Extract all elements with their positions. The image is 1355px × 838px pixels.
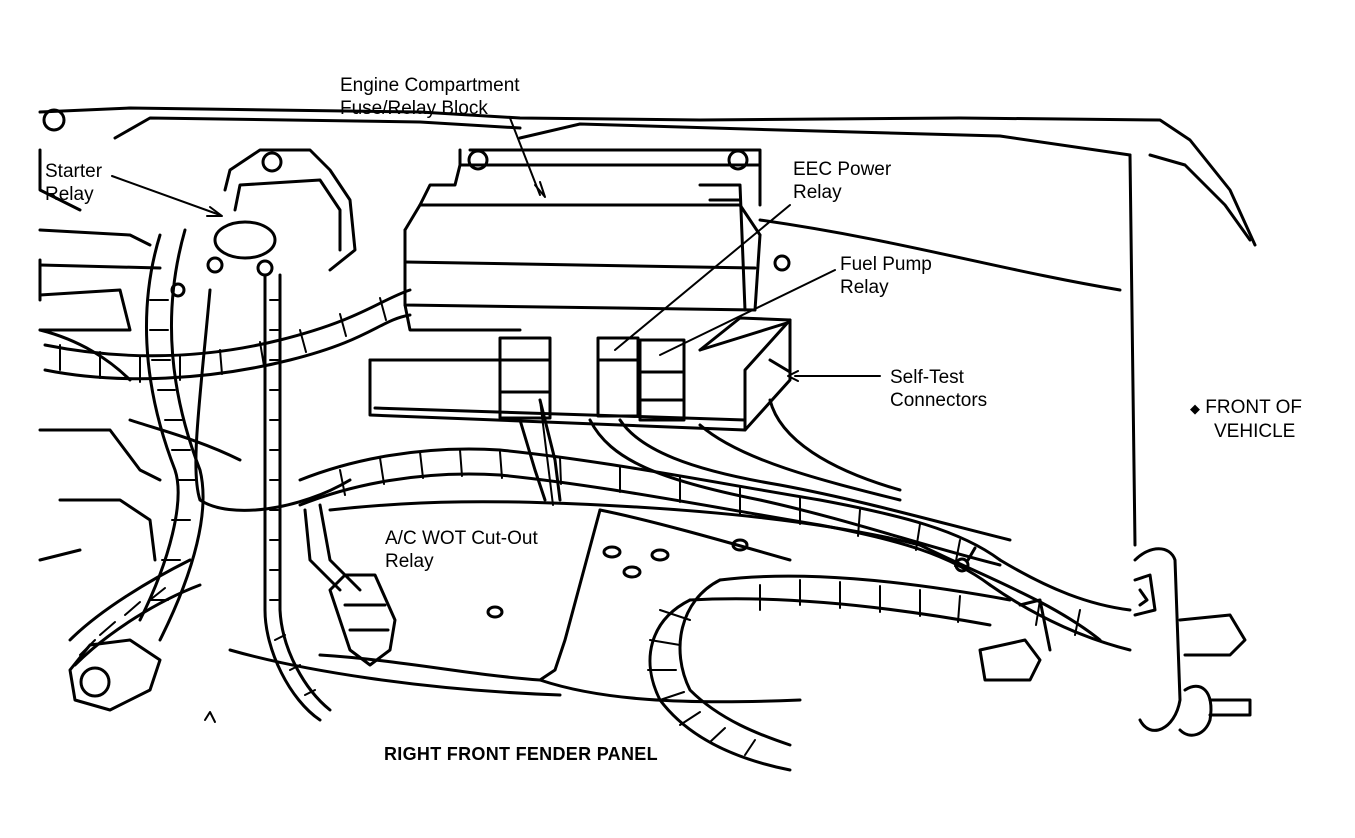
label-line: Connectors <box>890 390 988 411</box>
label-line: Engine Compartment <box>340 75 520 96</box>
label-line: Self-Test <box>890 367 964 388</box>
starter-relay-shape <box>170 148 357 298</box>
label-ac-wot-relay: A/C WOT Cut-Out Relay <box>385 527 538 573</box>
front-arrow-icon: ◆ <box>1190 401 1200 416</box>
label-line: EEC Power <box>793 159 892 180</box>
fender-outline <box>38 106 1257 547</box>
label-fuel-pump-relay: Fuel Pump Relay <box>840 253 932 299</box>
label-line: Starter <box>45 161 103 182</box>
label-line: A/C WOT Cut-Out <box>385 528 538 549</box>
label-front-of-vehicle: ◆ FRONT OF VEHICLE <box>1190 396 1302 443</box>
connectors-bottom <box>68 573 397 712</box>
fender-panel-shape <box>228 500 1102 704</box>
label-text: FRONT OF <box>1205 397 1303 418</box>
label-line: Relay <box>793 182 842 203</box>
small-mark <box>204 711 216 723</box>
label-line: Relay <box>840 277 889 298</box>
relay-box <box>368 316 792 432</box>
label-line: VEHICLE <box>1214 421 1296 442</box>
label-line: Fuse/Relay Block <box>340 98 488 119</box>
label-line: Fuel Pump <box>840 254 932 275</box>
fuse-relay-block <box>403 148 791 332</box>
engine-left-parts <box>38 228 162 562</box>
right-bracket <box>954 546 1252 737</box>
label-eec-power-relay: EEC Power Relay <box>793 158 891 204</box>
label-line: ◆ FRONT OF <box>1190 396 1302 420</box>
diagram-caption: RIGHT FRONT FENDER PANEL <box>384 744 658 764</box>
label-fuse-relay-block: Engine Compartment Fuse/Relay Block <box>340 74 520 120</box>
label-line: Relay <box>385 551 434 572</box>
wire-harnesses <box>43 228 1132 772</box>
label-starter-relay: Starter Relay <box>45 160 102 206</box>
label-line: Relay <box>45 184 94 205</box>
harness-texture <box>59 297 1081 756</box>
label-self-test-connectors: Self-Test Connectors <box>890 366 987 412</box>
leader-lines <box>111 117 881 506</box>
